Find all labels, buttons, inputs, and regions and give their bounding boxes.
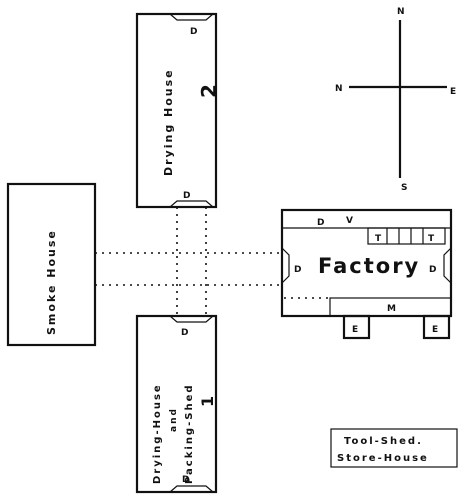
drying-house-1-number: 1 [198, 394, 217, 407]
factory-right-door-mark [443, 247, 452, 284]
drying-house-2-door-bottom: D [183, 191, 190, 201]
compass-south: S [401, 183, 407, 193]
legend-tool-shed: Tool-Shed. [344, 436, 423, 447]
drying-house-1: D D Drying-House and Packing-Shed 1 [135, 314, 218, 494]
compass: N S N E [335, 7, 456, 193]
drying-house-2-door-top: D [190, 27, 197, 37]
factory-t-bench [367, 227, 446, 245]
drying-house-1-line3: Packing-Shed [184, 383, 195, 484]
drying-house-2: D D Drying House 2 [135, 12, 221, 209]
dotted-paths [95, 207, 330, 316]
factory-t-right: T [428, 234, 435, 244]
factory-left-door-mark [281, 247, 290, 284]
drying-house-1-top-door-mark [169, 315, 214, 323]
annex-e-left [342, 314, 371, 340]
smoke-house-outline [6, 182, 97, 347]
factory-m-bench [329, 297, 452, 317]
drying-house-2-top-door-mark [169, 13, 214, 21]
drying-house-1-line1: Drying-House [152, 383, 163, 484]
factory-door-left: D [294, 265, 301, 275]
factory-title: Factory [318, 254, 420, 278]
factory-t-left: T [375, 234, 382, 244]
factory-door-right: D [429, 265, 436, 275]
legend-outline [330, 428, 458, 468]
drying-house-2-title: Drying House [162, 68, 175, 176]
drying-house-1-door-top: D [181, 328, 188, 338]
legend-box: Tool-Shed. Store-House [330, 428, 458, 468]
drying-house-2-number: 2 [197, 82, 221, 98]
factory-annexes: E E [342, 314, 451, 340]
legend-store-house: Store-House [337, 453, 429, 464]
compass-north: N [397, 7, 405, 17]
compass-west: N [335, 84, 343, 94]
factory: D V T T D D Factory M [280, 208, 453, 318]
drying-house-2-outline [135, 12, 218, 209]
smoke-house-title: Smoke House [45, 229, 58, 335]
drying-house-2-bottom-door-mark [169, 200, 214, 208]
factory-v-label: V [346, 216, 353, 226]
drying-house-1-bottom-door-mark [169, 485, 214, 493]
factory-door-top: D [317, 218, 324, 228]
smoke-house: Smoke House [6, 182, 97, 347]
annex-e-right-label: E [432, 325, 438, 335]
drying-house-1-door-bottom: D [182, 475, 189, 485]
factory-m-label: M [387, 304, 396, 314]
annex-e-right [422, 314, 451, 340]
annex-e-left-label: E [352, 325, 358, 335]
drying-house-1-outline [135, 314, 218, 494]
drying-house-1-line2: and [169, 407, 179, 432]
compass-east: E [450, 87, 456, 97]
